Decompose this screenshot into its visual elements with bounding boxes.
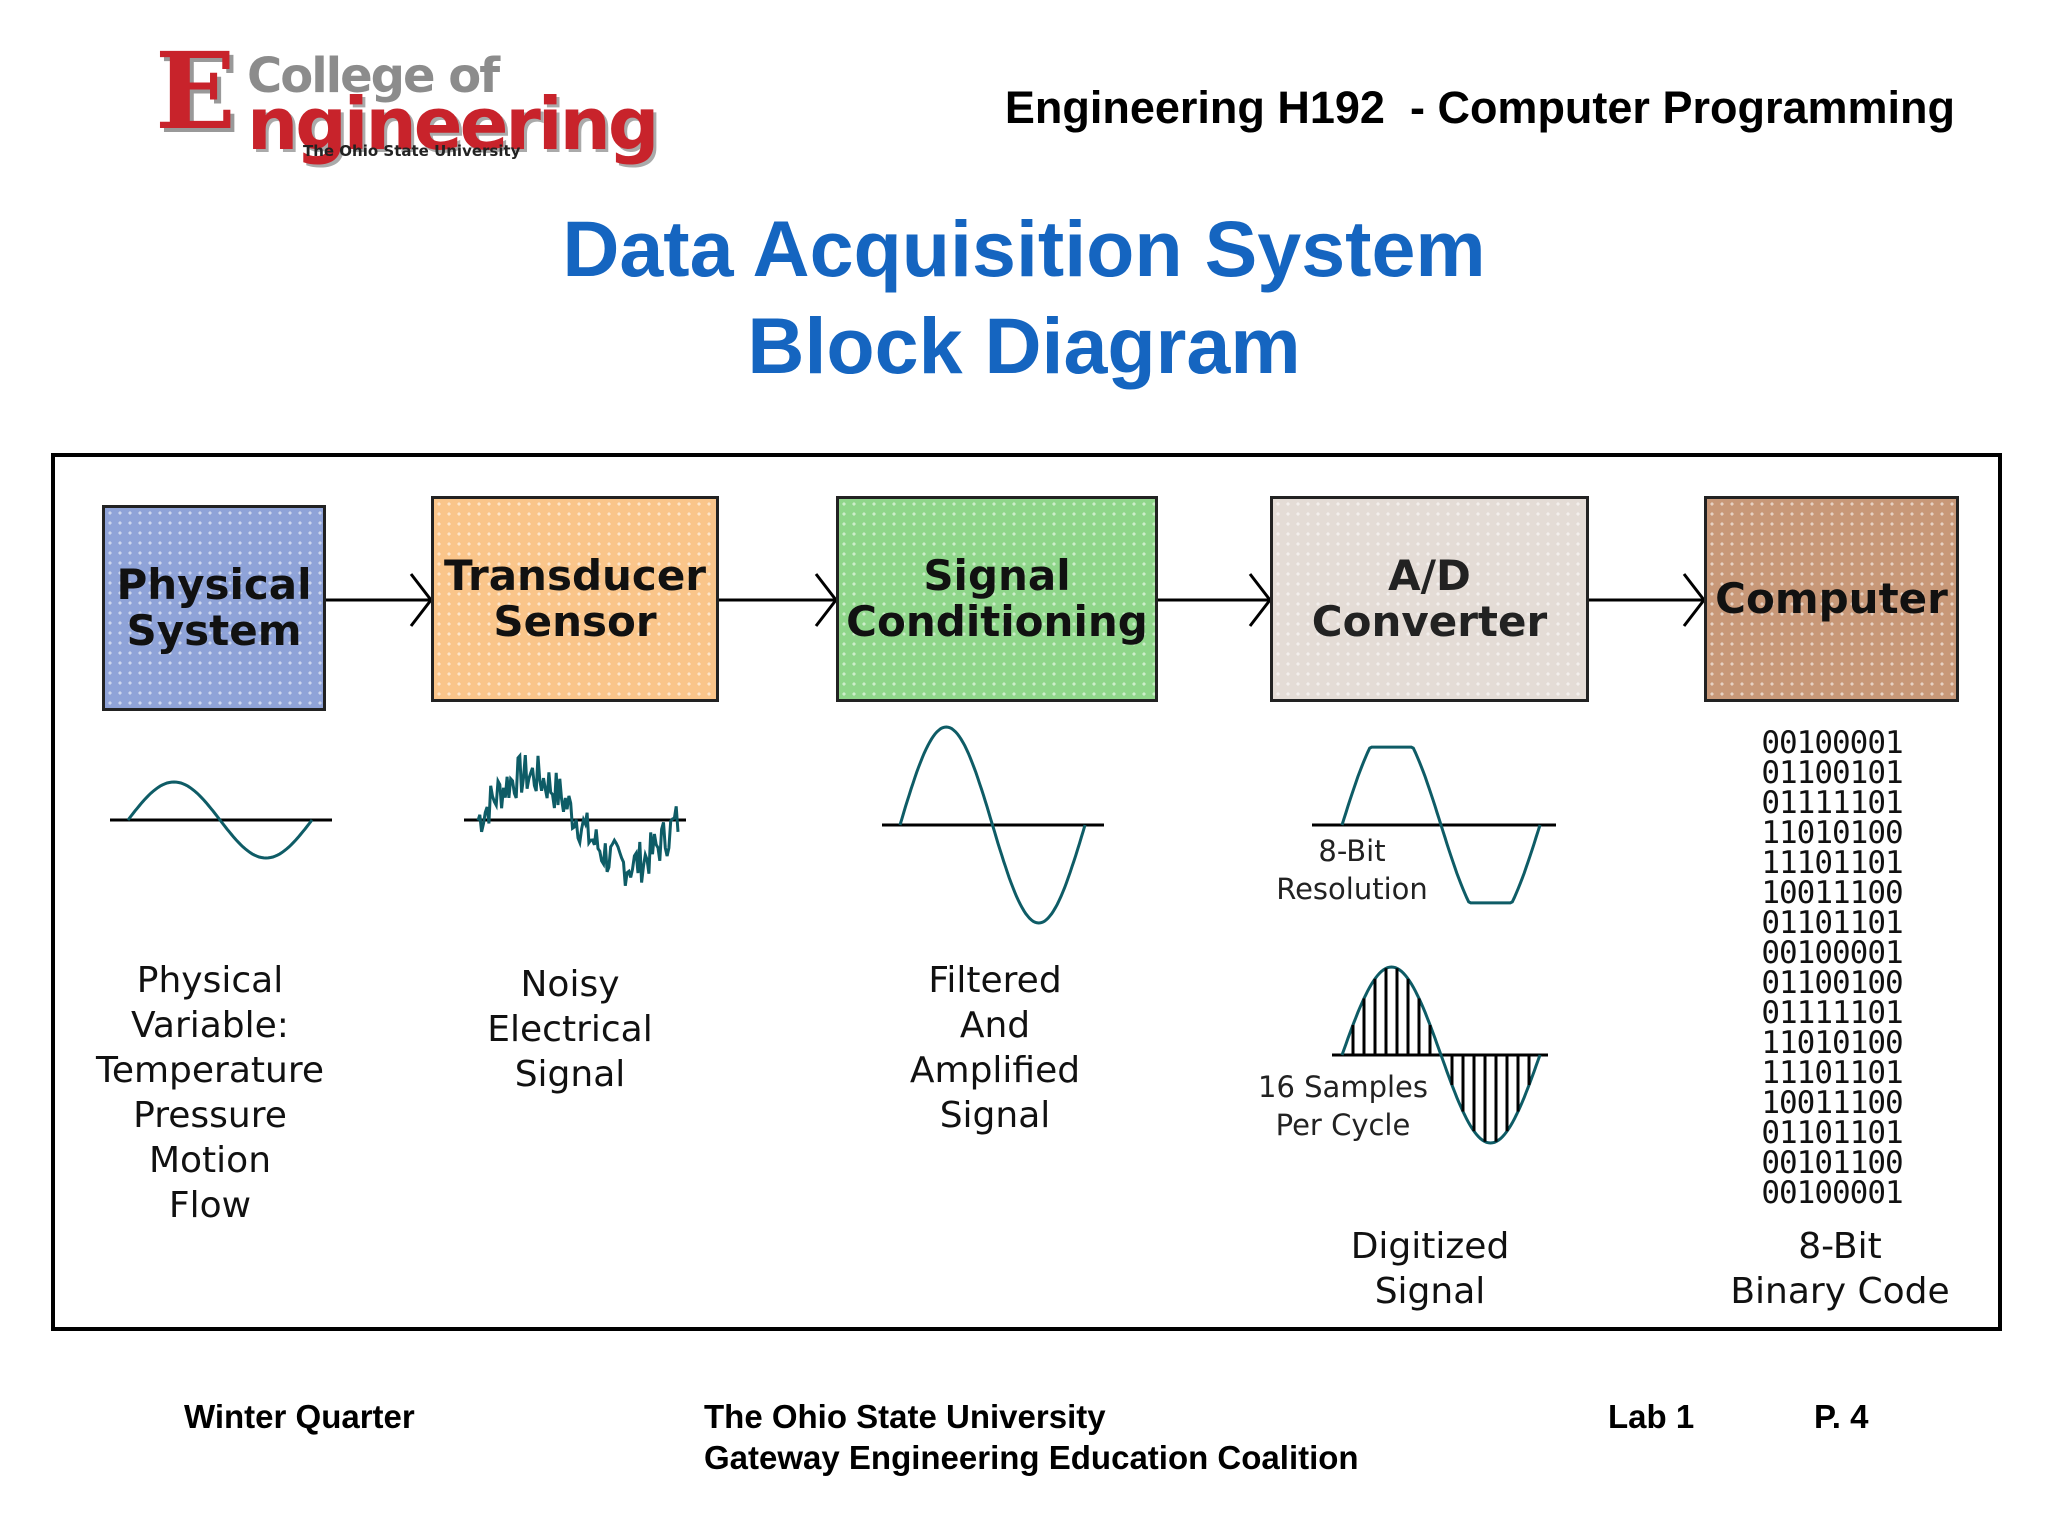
resolution-note: 8-Bit Resolution bbox=[1276, 834, 1428, 906]
block-transducer-sensor: Transducer Sensor bbox=[431, 496, 719, 702]
filtered-waveform bbox=[898, 725, 1087, 925]
diagram-frame bbox=[51, 453, 2002, 1331]
binary-code-row: 10011100 bbox=[1761, 875, 1903, 911]
sample-lines bbox=[1351, 968, 1531, 1142]
binary-code-row: 10011100 bbox=[1761, 1085, 1903, 1121]
physical-waveform bbox=[126, 780, 314, 860]
footer-university: The Ohio State University Gateway Engine… bbox=[704, 1398, 1359, 1476]
caption-binary-code: 8-Bit Binary Code bbox=[1730, 1226, 1950, 1312]
caption-filtered-signal: Filtered And Amplified Signal bbox=[909, 960, 1081, 1136]
slide-title-line2: Block Diagram bbox=[747, 301, 1301, 390]
binary-code-row: 11010100 bbox=[1761, 815, 1903, 851]
block-signal-conditioning: Signal Conditioning bbox=[836, 496, 1158, 702]
footer-page: P. 4 bbox=[1814, 1398, 1869, 1435]
noisy-waveform bbox=[476, 751, 680, 887]
binary-code-row: 00100001 bbox=[1761, 725, 1903, 761]
caption-physical-variable: Physical Variable: Temperature Pressure … bbox=[95, 960, 325, 1226]
footer-lab: Lab 1 bbox=[1608, 1398, 1695, 1435]
binary-code-row: 01111101 bbox=[1761, 995, 1903, 1031]
binary-code-row: 01100100 bbox=[1761, 965, 1903, 1001]
quantized-waveform bbox=[1340, 745, 1542, 905]
binary-code-row: 01111101 bbox=[1761, 785, 1903, 821]
binary-code-row: 11101101 bbox=[1761, 1055, 1903, 1091]
binary-code-row: 01101101 bbox=[1761, 1115, 1903, 1151]
logo-engineering-text: ngineering bbox=[247, 82, 659, 166]
college-logo: E College of ngineering The Ohio State U… bbox=[155, 28, 659, 168]
binary-code-row: 00101100 bbox=[1761, 1145, 1903, 1181]
slide-title: Data Acquisition System Block Diagram bbox=[0, 200, 2048, 394]
logo-college-text: College of bbox=[247, 48, 500, 104]
block-ad-converter: A/D Converter bbox=[1270, 496, 1589, 702]
binary-code-row: 11010100 bbox=[1761, 1025, 1903, 1061]
binary-code-list: 00100001 01100101 01111101 11010100 1110… bbox=[1722, 725, 1942, 1211]
slide-title-line1: Data Acquisition System bbox=[562, 204, 1486, 293]
caption-digitized-signal: Digitized Signal bbox=[1350, 1226, 1510, 1312]
binary-code-row: 01101101 bbox=[1761, 905, 1903, 941]
binary-code-row: 11101101 bbox=[1761, 845, 1903, 881]
logo-letter: E bbox=[155, 28, 236, 153]
binary-code-row: 01100101 bbox=[1761, 755, 1903, 791]
block-physical-system: Physical System bbox=[102, 505, 326, 711]
samples-note: 16 Samples Per Cycle bbox=[1258, 1070, 1428, 1142]
logo-university-text: The Ohio State University bbox=[303, 142, 521, 160]
caption-noisy-signal: Noisy Electrical Signal bbox=[487, 964, 653, 1095]
course-title: Engineering H192 - Computer Programming bbox=[1004, 82, 1955, 133]
binary-code-row: 00100001 bbox=[1761, 1175, 1903, 1211]
footer-quarter: Winter Quarter bbox=[184, 1398, 415, 1435]
block-computer: Computer bbox=[1704, 496, 1959, 702]
binary-code-row: 00100001 bbox=[1761, 935, 1903, 971]
